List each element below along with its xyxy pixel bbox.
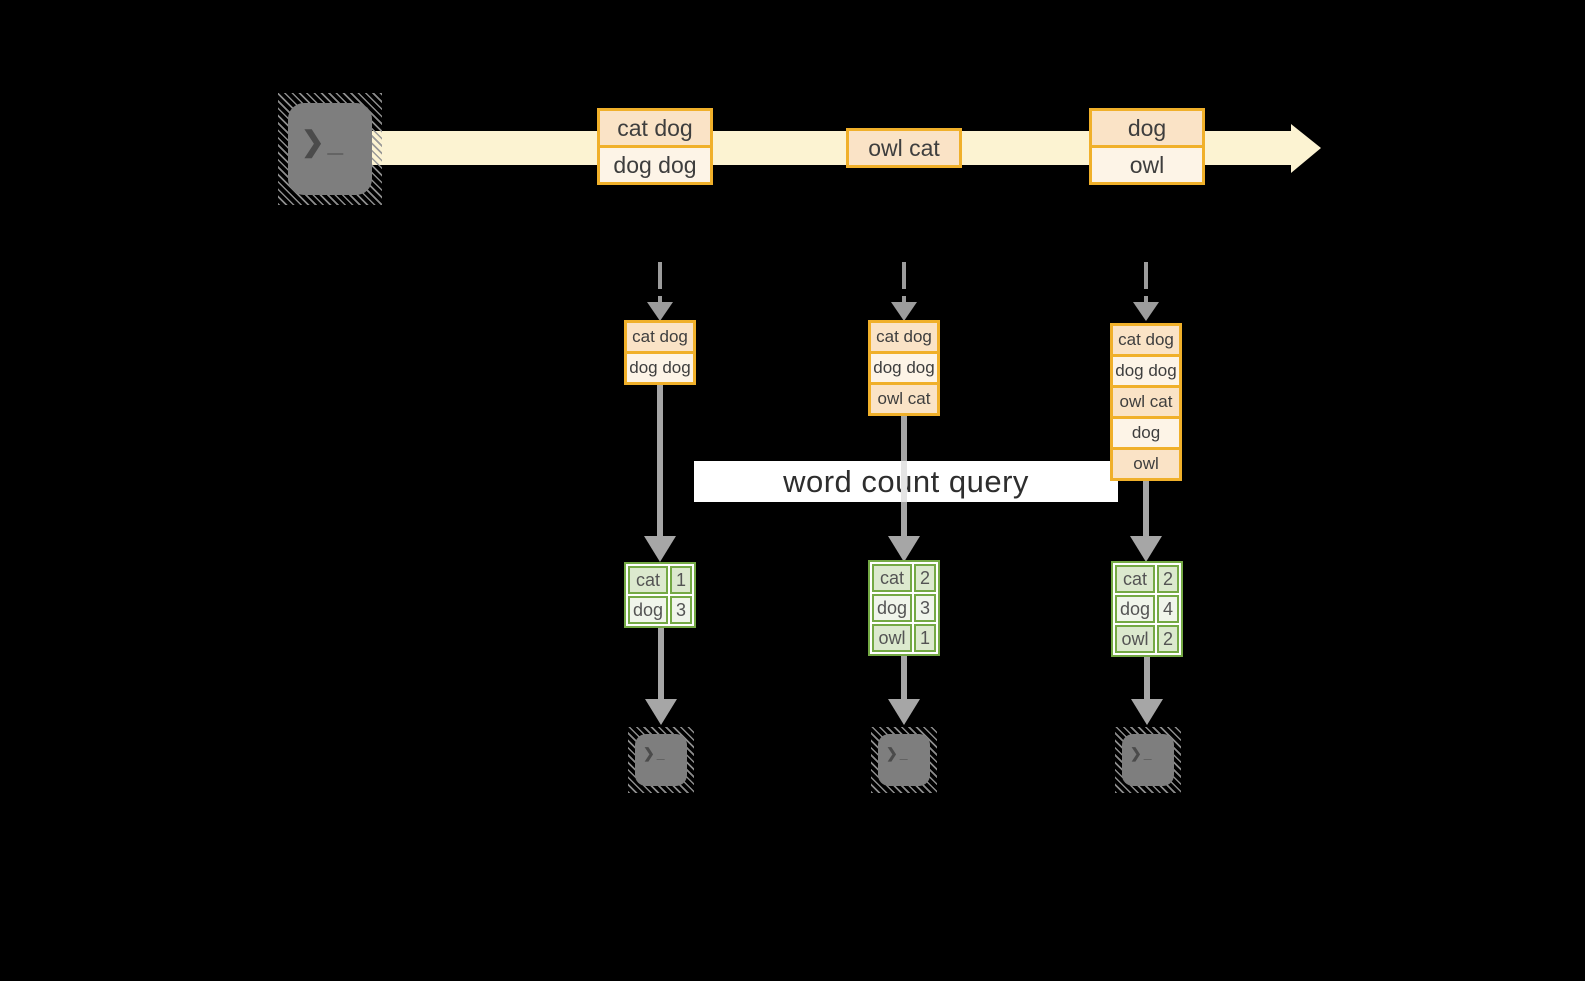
prompt-glyph: ❯_: [886, 745, 910, 761]
batch-stack-1: cat dog dog dog: [624, 320, 696, 385]
batch-row: dog: [1110, 416, 1182, 450]
stream-arrowhead-icon: [1291, 124, 1321, 173]
count-word-cell: dog: [628, 596, 668, 624]
count-word-cell: cat: [872, 564, 912, 592]
dashed-arrow-down-icon: [1144, 262, 1148, 289]
batch-row: dog dog: [868, 351, 940, 385]
arrow-down-icon: [657, 383, 663, 538]
arrow-down-icon: [1143, 479, 1149, 538]
arrowhead-icon: [888, 536, 920, 562]
terminal-screen: ❯_: [878, 734, 930, 786]
dashed-arrow-down-icon: [902, 262, 906, 289]
prompt-glyph: ❯_: [1130, 745, 1154, 761]
batch-row: owl cat: [868, 382, 940, 416]
arrowhead-icon: [645, 699, 677, 725]
source-terminal-icon: ❯_: [278, 93, 382, 205]
output-terminal-icon: ❯_: [871, 727, 937, 793]
dashed-arrowhead-icon: [1133, 302, 1159, 321]
dashed-arrow-down-icon: [658, 262, 662, 289]
arrow-through-label-icon: [901, 461, 907, 502]
arrow-down-icon: [901, 656, 907, 700]
batch-row: owl: [1110, 447, 1182, 481]
dashed-arrowhead-icon: [647, 302, 673, 321]
prompt-glyph: ❯_: [643, 745, 667, 761]
batch-row: owl cat: [1110, 385, 1182, 419]
stream-event-row: dog: [1089, 108, 1205, 148]
count-table-2: cat 2 dog 3 owl 1: [868, 560, 940, 656]
stream-event-row: dog dog: [597, 145, 713, 185]
batch-row: cat dog: [1110, 323, 1182, 357]
count-value-cell: 2: [914, 564, 936, 592]
stream-event-box-3: dog owl: [1089, 108, 1205, 185]
stream-event-box-1: cat dog dog dog: [597, 108, 713, 185]
batch-row: dog dog: [1110, 354, 1182, 388]
count-value-cell: 3: [670, 596, 692, 624]
output-terminal-icon: ❯_: [1115, 727, 1181, 793]
count-value-cell: 3: [914, 594, 936, 622]
arrow-down-icon: [658, 628, 664, 700]
count-word-cell: owl: [872, 624, 912, 652]
batch-stack-3: cat dog dog dog owl cat dog owl: [1110, 323, 1182, 481]
stream-event-row: owl: [1089, 145, 1205, 185]
arrowhead-icon: [888, 699, 920, 725]
stream-event-box-2: owl cat: [846, 128, 962, 168]
batch-row: cat dog: [868, 320, 940, 354]
arrowhead-icon: [1131, 699, 1163, 725]
terminal-screen: ❯_: [288, 103, 372, 195]
dashed-arrow-down-icon: [1144, 296, 1148, 304]
count-value-cell: 2: [1157, 625, 1179, 653]
dashed-arrow-down-icon: [658, 296, 662, 304]
dashed-arrow-down-icon: [902, 296, 906, 304]
count-table-1: cat 1 dog 3: [624, 562, 696, 628]
count-value-cell: 1: [914, 624, 936, 652]
terminal-screen: ❯_: [1122, 734, 1174, 786]
dashed-arrowhead-icon: [891, 302, 917, 321]
terminal-screen: ❯_: [635, 734, 687, 786]
count-word-cell: dog: [1115, 595, 1155, 623]
count-table-3: cat 2 dog 4 owl 2: [1111, 561, 1183, 657]
count-value-cell: 1: [670, 566, 692, 594]
batch-row: dog dog: [624, 351, 696, 385]
count-word-cell: cat: [628, 566, 668, 594]
arrowhead-icon: [644, 536, 676, 562]
batch-stack-2: cat dog dog dog owl cat: [868, 320, 940, 416]
count-word-cell: cat: [1115, 565, 1155, 593]
count-value-cell: 2: [1157, 565, 1179, 593]
stream-event-row: owl cat: [846, 128, 962, 168]
count-value-cell: 4: [1157, 595, 1179, 623]
batch-row: cat dog: [624, 320, 696, 354]
count-word-cell: owl: [1115, 625, 1155, 653]
stream-event-row: cat dog: [597, 108, 713, 148]
arrow-down-icon: [1144, 657, 1150, 700]
arrowhead-icon: [1130, 536, 1162, 562]
output-terminal-icon: ❯_: [628, 727, 694, 793]
prompt-glyph: ❯_: [301, 126, 347, 157]
count-word-cell: dog: [872, 594, 912, 622]
